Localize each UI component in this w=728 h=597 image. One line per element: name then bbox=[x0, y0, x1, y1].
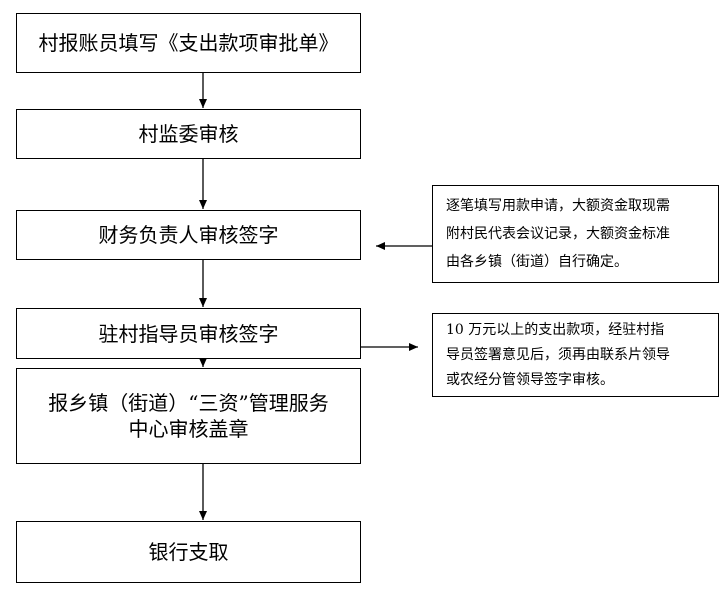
note-large-fund-requirements-line-2: 附村民代表会议记录，大额资金标准 bbox=[446, 226, 670, 242]
note-over-100k-approval-line-3: 或农经分管领导签字审核。 bbox=[446, 372, 614, 388]
step-bank-withdrawal: 银行支取 bbox=[16, 521, 361, 583]
step-fill-approval-form: 村报账员填写《支出款项审批单》 bbox=[16, 13, 361, 73]
step-village-instructor-sign-label: 驻村指导员审核签字 bbox=[98, 321, 279, 346]
note-large-fund-requirements-line-3: 由各乡镇（街道）自行确定。 bbox=[446, 254, 628, 270]
step-finance-head-sign: 财务负责人审核签字 bbox=[16, 210, 361, 260]
step-fill-approval-form-label: 村报账员填写《支出款项审批单》 bbox=[38, 31, 339, 55]
step-village-supervision-review-label: 村监委审核 bbox=[138, 122, 239, 146]
step-township-center-stamp-line-1: 报乡镇（街道）“三资”管理服务 bbox=[48, 391, 329, 415]
step-village-supervision-review: 村监委审核 bbox=[16, 109, 361, 159]
note-large-fund-requirements-line-1: 逐笔填写用款申请，大额资金取现需 bbox=[446, 198, 670, 214]
step-village-instructor-sign: 驻村指导员审核签字 bbox=[16, 308, 361, 359]
note-over-100k-approval-line-1: 10 万元以上的支出款项，经驻村指 bbox=[446, 322, 665, 338]
step-finance-head-sign-label: 财务负责人审核签字 bbox=[98, 223, 279, 247]
step-township-center-stamp: 报乡镇（街道）“三资”管理服务 中心审核盖章 bbox=[16, 368, 361, 464]
step-bank-withdrawal-label: 银行支取 bbox=[148, 540, 229, 564]
note-over-100k-approval: 10 万元以上的支出款项，经驻村指 导员签署意见后，须再由联系片领导 或农经分管… bbox=[432, 313, 719, 397]
step-township-center-stamp-line-2: 中心审核盖章 bbox=[128, 417, 249, 441]
note-large-fund-requirements: 逐笔填写用款申请，大额资金取现需 附村民代表会议记录，大额资金标准 由各乡镇（街… bbox=[432, 185, 719, 283]
note-over-100k-approval-line-2: 导员签署意见后，须再由联系片领导 bbox=[446, 347, 670, 363]
